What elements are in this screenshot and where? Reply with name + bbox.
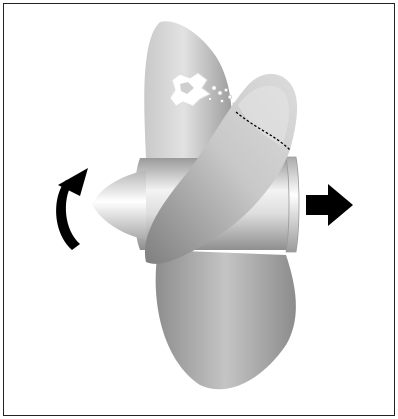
propeller-diagram: [0, 0, 398, 419]
diagram-frame: [0, 0, 398, 419]
